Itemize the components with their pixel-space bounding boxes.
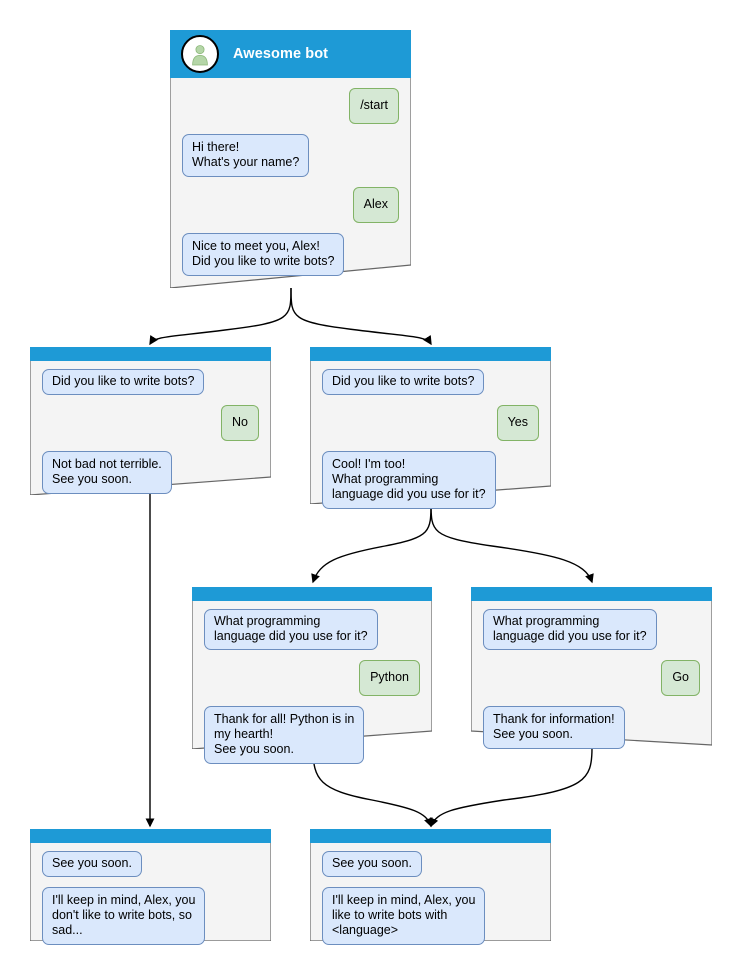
node-no-branch[interactable]: Did you like to write bots? No Not bad n…: [30, 347, 271, 495]
node-end-happy[interactable]: See you soon. I'll keep in mind, Alex, y…: [310, 829, 551, 945]
message-row: No: [42, 405, 259, 441]
bot-message-bubble: What programming language did you use fo…: [483, 609, 657, 650]
bot-message-bubble: What programming language did you use fo…: [204, 609, 378, 650]
bot-message-bubble: Did you like to write bots?: [42, 369, 205, 395]
node-python-branch[interactable]: What programming language did you use fo…: [192, 587, 432, 764]
node-python-branch-titlebar: [192, 587, 432, 601]
node-yes-branch-chat: Did you like to write bots? Yes Cool! I'…: [310, 361, 551, 519]
node-end-sad[interactable]: See you soon. I'll keep in mind, Alex, y…: [30, 829, 271, 945]
message-row: Did you like to write bots?: [42, 369, 259, 395]
node-end-sad-titlebar: [30, 829, 271, 843]
message-row: What programming language did you use fo…: [204, 609, 420, 650]
node-end-sad-chat: See you soon. I'll keep in mind, Alex, y…: [30, 843, 271, 955]
user-reply-bubble[interactable]: No: [221, 405, 259, 441]
node-end-happy-chat: See you soon. I'll keep in mind, Alex, y…: [310, 843, 551, 955]
bot-message-bubble: See you soon.: [42, 851, 142, 877]
user-reply-bubble[interactable]: Yes: [496, 405, 539, 441]
message-row: Did you like to write bots?: [322, 369, 539, 395]
bot-title: Awesome bot: [233, 46, 329, 62]
node-root-chat: /start Hi there! What's your name? Alex …: [170, 78, 411, 286]
message-row: I'll keep in mind, Alex, you don't like …: [42, 887, 259, 945]
edge-go-to-end: [429, 747, 593, 828]
message-row: Thank for all! Python is in my hearth! S…: [204, 706, 420, 764]
message-row: Thank for information! See you soon.: [483, 706, 700, 749]
message-row: Alex: [182, 187, 399, 223]
node-go-branch-chat: What programming language did you use fo…: [471, 601, 712, 759]
node-yes-branch[interactable]: Did you like to write bots? Yes Cool! I'…: [310, 347, 551, 509]
message-row: Not bad not terrible. See you soon.: [42, 451, 259, 494]
bot-message-bubble: Did you like to write bots?: [322, 369, 485, 395]
message-row: Hi there! What's your name?: [182, 134, 399, 177]
bot-message-bubble: Thank for information! See you soon.: [483, 706, 625, 749]
message-row: I'll keep in mind, Alex, you like to wri…: [322, 887, 539, 945]
node-root-titlebar: Awesome bot: [170, 30, 411, 78]
node-python-branch-chat: What programming language did you use fo…: [192, 601, 432, 774]
person-icon: [181, 35, 219, 73]
message-row: What programming language did you use fo…: [483, 609, 700, 650]
bot-message-bubble: I'll keep in mind, Alex, you like to wri…: [322, 887, 486, 945]
user-reply-bubble[interactable]: Go: [661, 660, 700, 696]
node-no-branch-chat: Did you like to write bots? No Not bad n…: [30, 361, 271, 504]
bot-message-bubble: Nice to meet you, Alex! Did you like to …: [182, 233, 345, 276]
node-go-branch[interactable]: What programming language did you use fo…: [471, 587, 712, 749]
message-row: Go: [483, 660, 700, 696]
bot-message-bubble: Cool! I'm too! What programming language…: [322, 451, 496, 509]
bot-message-bubble: Thank for all! Python is in my hearth! S…: [204, 706, 365, 764]
user-reply-bubble[interactable]: Python: [359, 660, 420, 696]
user-reply-bubble[interactable]: Alex: [352, 187, 399, 223]
message-row: See you soon.: [42, 851, 259, 877]
message-row: Python: [204, 660, 420, 696]
node-yes-branch-titlebar: [310, 347, 551, 361]
bot-message-bubble: I'll keep in mind, Alex, you don't like …: [42, 887, 206, 945]
bot-message-bubble: Hi there! What's your name?: [182, 134, 310, 177]
node-end-happy-titlebar: [310, 829, 551, 843]
edge-root-to-no: [149, 287, 292, 346]
edge-root-to-yes: [290, 287, 432, 346]
message-row: Nice to meet you, Alex! Did you like to …: [182, 233, 399, 276]
node-no-branch-titlebar: [30, 347, 271, 361]
message-row: /start: [182, 88, 399, 124]
message-row: Yes: [322, 405, 539, 441]
message-row: Cool! I'm too! What programming language…: [322, 451, 539, 509]
message-row: See you soon.: [322, 851, 539, 877]
bot-message-bubble: See you soon.: [322, 851, 422, 877]
bot-message-bubble: Not bad not terrible. See you soon.: [42, 451, 172, 494]
node-root[interactable]: Awesome bot /start Hi there! What's your…: [170, 30, 411, 288]
user-reply-bubble[interactable]: /start: [349, 88, 399, 124]
node-go-branch-titlebar: [471, 587, 712, 601]
